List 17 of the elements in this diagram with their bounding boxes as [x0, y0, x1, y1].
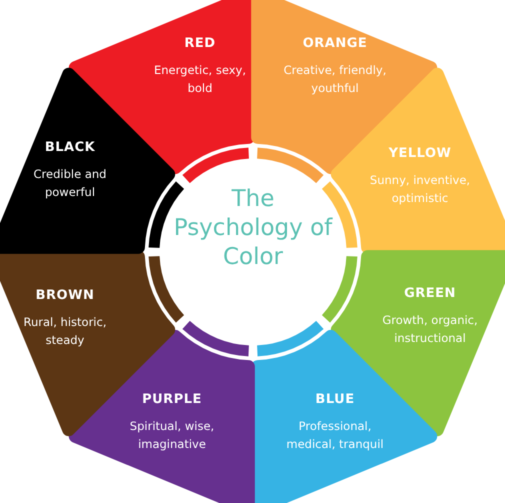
color-description: Energetic, sexy, bold	[153, 62, 247, 97]
color-name: GREEN	[403, 286, 457, 301]
color-name: ORANGE	[302, 36, 368, 51]
color-description: Growth, organic, instructional	[381, 312, 479, 347]
color-description: Rural, historic, steady	[22, 314, 108, 349]
color-description: Credible and powerful	[32, 166, 108, 201]
color-description: Creative, friendly, youthful	[282, 62, 388, 97]
color-name: YELLOW	[388, 146, 452, 161]
color-name: BLACK	[44, 140, 96, 155]
color-description: Sunny, inventive, optimistic	[368, 172, 472, 207]
color-name: PURPLE	[141, 392, 203, 407]
color-description: Professional, medical, tranquil	[285, 418, 385, 453]
color-name: RED	[183, 36, 217, 51]
color-name: BLUE	[314, 392, 356, 407]
title-text: The Psychology of Color	[174, 186, 332, 270]
color-description: Spiritual, wise, imaginative	[128, 418, 216, 453]
color-name: BROWN	[34, 288, 96, 303]
